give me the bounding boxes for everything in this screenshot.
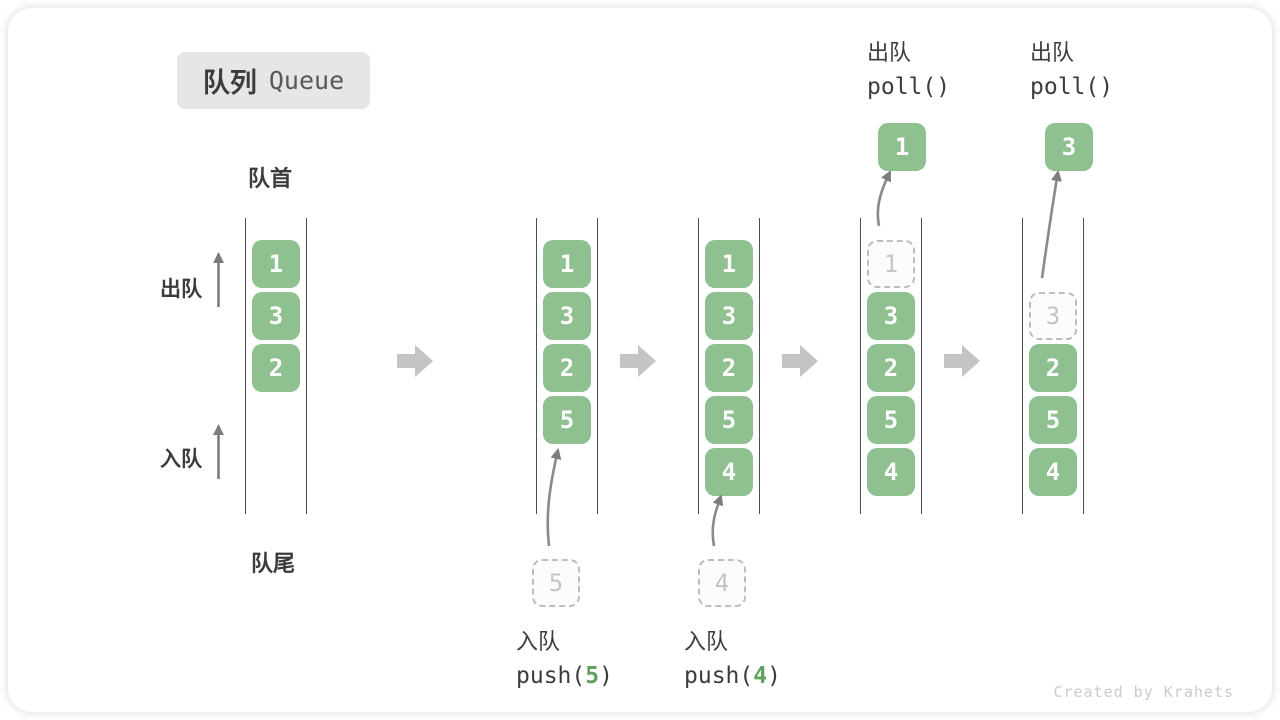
title-en: Queue: [268, 66, 345, 95]
queue-item-box: 2: [543, 344, 591, 392]
queue-item-box: 3: [543, 292, 591, 340]
removed-slot-box: 1: [867, 240, 915, 288]
queue-channel-1: [245, 218, 307, 514]
operation-push-4: 入队 push(4): [684, 624, 781, 689]
operation-poll-1: 出队 poll(): [867, 35, 950, 100]
queue-channel-5: [1022, 218, 1084, 514]
operation-push-5: 入队 push(5): [516, 624, 613, 689]
queue-item-box: 2: [1029, 344, 1077, 392]
popped-item-box: 1: [878, 123, 926, 171]
queue-item-box: 4: [1029, 448, 1077, 496]
operation-label: 入队: [516, 629, 561, 654]
queue-item-box: 5: [867, 396, 915, 444]
popped-item-box: 3: [1045, 123, 1093, 171]
queue-channel-4: [860, 218, 922, 514]
queue-item-box: 2: [867, 344, 915, 392]
queue-channel-2: [536, 218, 598, 514]
operation-arg: 5: [585, 663, 600, 689]
operation-arg: 4: [753, 663, 768, 689]
queue-item-box: 5: [543, 396, 591, 444]
title-badge: 队列 Queue: [177, 52, 370, 109]
label-enqueue-direction: 入队: [160, 448, 202, 471]
queue-item-box: 3: [705, 292, 753, 340]
queue-item-box: 1: [543, 240, 591, 288]
label-queue-rear: 队尾: [251, 551, 296, 576]
queue-item-box: 1: [705, 240, 753, 288]
operation-code: poll(): [867, 74, 951, 100]
operation-label: 入队: [684, 629, 729, 654]
title-zh: 队列: [202, 68, 257, 98]
watermark-credit: Created by Krahets: [1053, 683, 1234, 701]
operation-code: push(4): [684, 663, 781, 689]
queue-item-box: 3: [867, 292, 915, 340]
operation-code: push(5): [516, 663, 613, 689]
incoming-item-box: 4: [698, 559, 746, 607]
queue-item-box: 4: [705, 448, 753, 496]
incoming-item-box: 5: [532, 559, 580, 607]
operation-label: 出队: [1030, 40, 1075, 65]
queue-item-box: 5: [1029, 396, 1077, 444]
operation-code: poll(): [1030, 74, 1114, 100]
diagram-card: 队列 Queue 队首 队尾 出队 入队 1 3 2 1 3 2 5 5 1 3…: [8, 8, 1272, 712]
queue-channel-3: [698, 218, 760, 514]
queue-item-box: 1: [252, 240, 300, 288]
operation-label: 出队: [867, 40, 912, 65]
queue-item-box: 2: [705, 344, 753, 392]
queue-item-box: 2: [252, 344, 300, 392]
removed-slot-box: 3: [1029, 292, 1077, 340]
label-dequeue-direction: 出队: [160, 278, 202, 301]
operation-poll-2: 出队 poll(): [1030, 35, 1113, 100]
queue-item-box: 5: [705, 396, 753, 444]
queue-item-box: 3: [252, 292, 300, 340]
label-queue-front: 队首: [248, 166, 293, 191]
queue-item-box: 4: [867, 448, 915, 496]
